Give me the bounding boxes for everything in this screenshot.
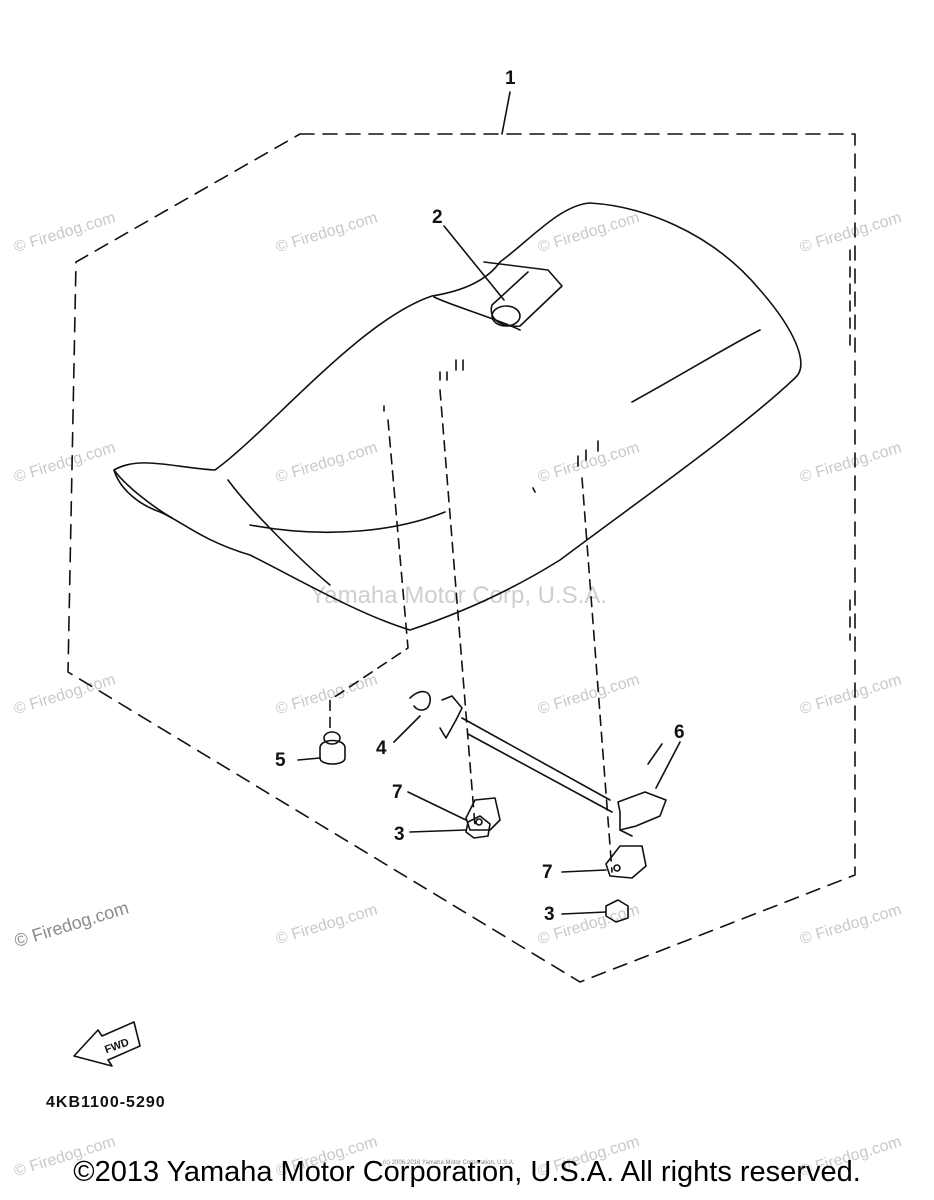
assembly-boundary bbox=[67, 133, 856, 983]
seat-crease-lower bbox=[249, 511, 446, 534]
clip-part bbox=[409, 690, 431, 711]
callout-3-upper: 3 bbox=[394, 824, 405, 845]
callout-6: 6 bbox=[674, 722, 685, 743]
part-number: 4KB1100-5290 bbox=[46, 1094, 166, 1111]
tiny-notice: (c) 2006-2016 Yamaha Motor Corporation, … bbox=[383, 1160, 515, 1166]
callout-3-lower: 3 bbox=[544, 904, 555, 925]
seat-strap-end bbox=[491, 305, 521, 327]
callout-2: 2 bbox=[432, 207, 443, 228]
fwd-label: FWD bbox=[103, 1036, 131, 1056]
seat-underside bbox=[227, 479, 331, 586]
fastener-path-7a bbox=[439, 389, 476, 827]
nut-3b bbox=[605, 899, 629, 923]
fastener-path-7b bbox=[581, 477, 613, 873]
nut-3a bbox=[465, 815, 491, 839]
center-watermark: Yamaha Motor Corp, U.S.A. bbox=[310, 582, 607, 609]
fastener-path-5 bbox=[329, 419, 409, 735]
fwd-arrow-icon bbox=[73, 1021, 141, 1067]
bracket-7a bbox=[465, 797, 501, 831]
callout-7-upper: 7 bbox=[392, 782, 403, 803]
seat-crease-side bbox=[631, 329, 761, 403]
copyright-notice: ©2013 Yamaha Motor Corporation, U.S.A. A… bbox=[73, 1156, 861, 1188]
callout-5: 5 bbox=[275, 750, 286, 771]
bracket-7b bbox=[605, 845, 647, 879]
callout-7-lower: 7 bbox=[542, 862, 553, 883]
seat-body bbox=[113, 202, 802, 631]
leader-line-1 bbox=[501, 91, 511, 135]
callout-1: 1 bbox=[505, 68, 516, 89]
seat-hook-bracket bbox=[439, 695, 667, 831]
seat-strap bbox=[483, 261, 563, 328]
seat-front-lip bbox=[113, 469, 173, 519]
callout-4: 4 bbox=[376, 738, 387, 759]
